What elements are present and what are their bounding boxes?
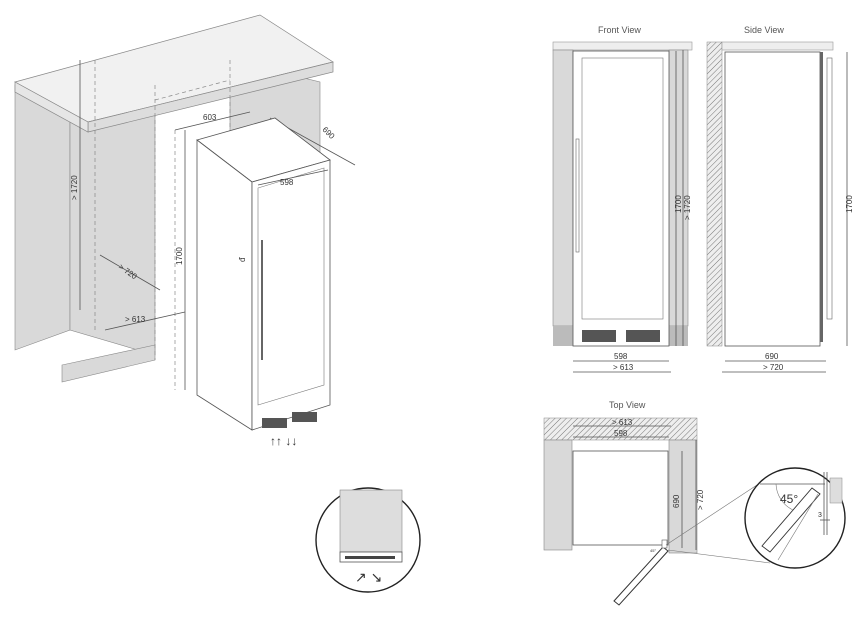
side-view: Side View 1700 690 > 720 — [706, 25, 854, 373]
vent-grill — [262, 412, 317, 428]
front-fridge-body — [572, 50, 670, 347]
side-fridge-body — [724, 51, 821, 347]
front-door-handle — [575, 138, 580, 253]
top-view-title: Top View — [609, 400, 646, 410]
front-dim-height: 1700 — [674, 195, 683, 213]
front-door-glass — [581, 57, 664, 320]
front-view: Front View 1700 > 1720 598 > 613 — [552, 25, 693, 373]
dim-min-height-1720: > 1720 — [70, 175, 79, 200]
airflow-arrows-icon: ↗ ↘ — [355, 569, 382, 585]
side-view-title: Side View — [744, 25, 784, 35]
fridge-door-glass — [257, 167, 325, 406]
dim-depth-690: 690 — [321, 125, 337, 141]
front-dim-min-width: > 613 — [613, 363, 634, 372]
hinge-detail-inset: 45° 3 — [744, 467, 846, 569]
hinge-angle-label: 45° — [780, 492, 798, 506]
top-dim-min-width: > 613 — [612, 418, 633, 427]
side-dim-min-depth: > 720 — [763, 363, 784, 372]
svg-text:45°: 45° — [650, 548, 656, 553]
isometric-installation-view: > 1720 > 720 > 613 603 690 1700 598 ↑↑ ↓… — [14, 14, 356, 448]
top-dim-depth: 690 — [672, 494, 681, 508]
side-dim-height: 1700 — [845, 195, 854, 213]
top-dim-min-depth: > 720 — [696, 489, 705, 510]
dim-width-598: 598 — [280, 178, 294, 187]
open-door — [613, 546, 669, 606]
top-view: Top View > 613 598 690 > 720 45° 45° 3 — [543, 400, 846, 606]
dim-width-603: 603 — [203, 113, 217, 122]
side-dim-depth: 690 — [765, 352, 779, 361]
fridge-front — [251, 159, 331, 431]
ventilation-detail-inset: ↗ ↘ — [315, 487, 421, 593]
hinge-gap-label: 3 — [818, 512, 822, 519]
dim-min-width-613: > 613 — [125, 315, 146, 324]
top-fridge-body — [572, 450, 669, 546]
front-dim-min-height: > 1720 — [683, 195, 692, 220]
front-view-title: Front View — [598, 25, 641, 35]
top-dim-width: 598 — [614, 429, 628, 438]
plinth — [61, 344, 156, 383]
fridge-side — [196, 139, 253, 431]
airflow-arrows-icon: ↑↑ ↓↓ — [270, 434, 297, 448]
front-vent-grills — [582, 330, 660, 342]
dim-height-1700: 1700 — [175, 247, 184, 265]
side-door-handle — [826, 57, 833, 320]
svg-text:ᵭ: ᵭ — [238, 257, 247, 262]
front-dim-width: 598 — [614, 352, 628, 361]
left-cabinet-side — [14, 84, 71, 351]
